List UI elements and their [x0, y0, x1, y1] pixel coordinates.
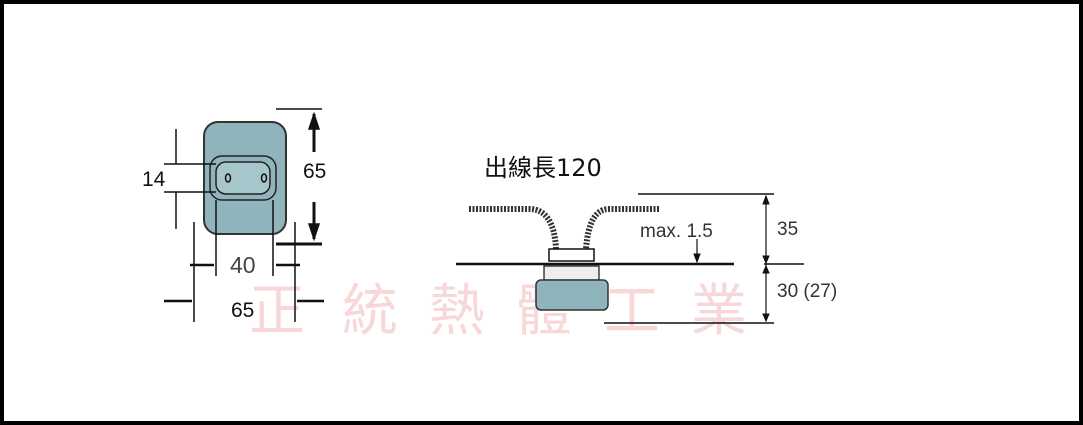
hole — [260, 173, 268, 183]
dim-above: 35 — [777, 219, 799, 240]
dim-inner-width: 40 — [230, 252, 256, 278]
watermark-char: 熱 — [429, 279, 485, 344]
slot-outline — [209, 155, 277, 201]
dim-outer-width: 65 — [231, 299, 255, 322]
lead-length-label: 出線長120 — [484, 154, 602, 182]
dim-below: 30 (27) — [777, 281, 838, 302]
dim-slot-height: 14 — [142, 168, 166, 191]
slot-inner — [215, 161, 271, 195]
hole — [224, 173, 232, 183]
dim-height: 65 — [303, 160, 327, 183]
dim-max-panel: max. 1.5 — [640, 221, 713, 242]
watermark-char: 工 — [604, 279, 660, 344]
watermark-char: 業 — [691, 279, 747, 344]
drawing — [164, 108, 804, 324]
front-view — [164, 108, 324, 322]
side-view — [456, 193, 804, 324]
watermark-char: 統 — [342, 279, 398, 344]
